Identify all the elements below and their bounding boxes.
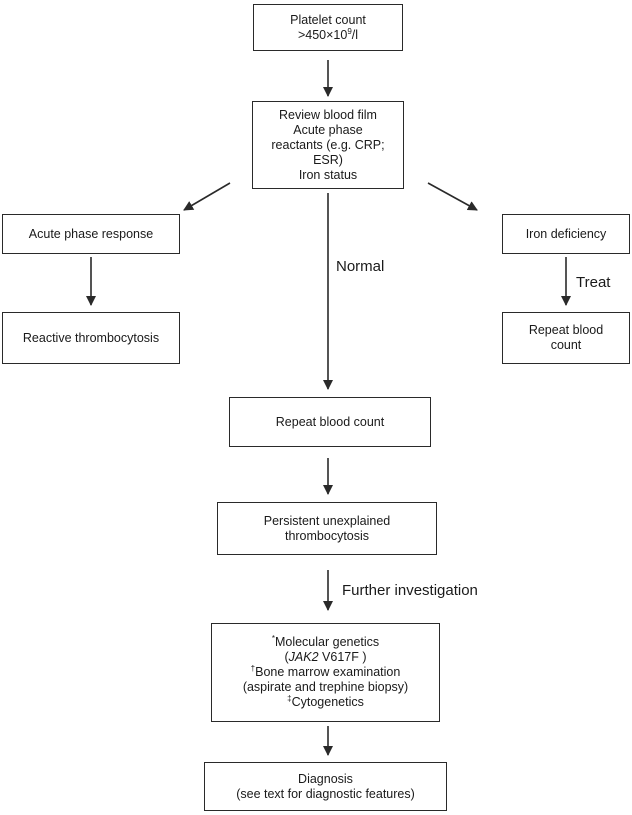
reactive-thrombocytosis-label: Reactive thrombocytosis bbox=[22, 330, 160, 345]
platelet-count-line2: >450×109/l bbox=[297, 26, 359, 42]
arrow-review-to-iron bbox=[427, 182, 478, 211]
investigation-line-cytogenetics: ‡Cytogenetics bbox=[287, 693, 364, 709]
review-box: Review blood film Acute phase reactants … bbox=[252, 101, 404, 189]
acute-phase-label: Acute phase response bbox=[28, 226, 154, 241]
repeat-blood-count-label: Repeat blood count bbox=[275, 414, 385, 429]
investigation-line-bone-marrow: †Bone marrow examination bbox=[250, 663, 401, 679]
review-line: Acute phase bbox=[293, 122, 363, 137]
persistent-line: Persistent unexplained bbox=[263, 513, 391, 528]
investigation-line-molecular: *Molecular genetics bbox=[271, 633, 380, 649]
normal-label: Normal bbox=[336, 258, 385, 275]
arrow-review-to-acute bbox=[183, 182, 231, 211]
further-investigation-label: Further investigation bbox=[342, 582, 478, 599]
review-line: ESR) bbox=[313, 152, 343, 167]
iron-deficiency-box: Iron deficiency bbox=[502, 214, 630, 254]
reactive-thrombocytosis-box: Reactive thrombocytosis bbox=[2, 312, 180, 364]
investigation-line-biopsy: (aspirate and trephine biopsy) bbox=[242, 680, 409, 694]
repeat-right-line: Repeat blood bbox=[528, 323, 604, 337]
iron-deficiency-label: Iron deficiency bbox=[525, 226, 607, 241]
diagnosis-box: Diagnosis (see text for diagnostic featu… bbox=[204, 762, 447, 811]
platelet-count-line1: Platelet count bbox=[290, 12, 366, 27]
platelet-count-box: Platelet count >450×109/l bbox=[253, 4, 403, 51]
acute-phase-box: Acute phase response bbox=[2, 214, 180, 254]
investigation-line-jak2: (JAK2 V617F ) bbox=[284, 650, 367, 664]
diagnosis-line: Diagnosis bbox=[298, 771, 353, 786]
review-line: reactants (e.g. CRP; bbox=[271, 137, 385, 152]
treat-label: Treat bbox=[576, 274, 611, 291]
persistent-thrombocytosis-box: Persistent unexplained thrombocytosis bbox=[217, 502, 437, 555]
review-line: Iron status bbox=[298, 167, 358, 182]
repeat-blood-count-box: Repeat blood count bbox=[229, 397, 431, 447]
persistent-line: thrombocytosis bbox=[284, 528, 370, 543]
repeat-right-line: count bbox=[550, 338, 582, 352]
investigation-box: *Molecular genetics (JAK2 V617F ) †Bone … bbox=[211, 623, 440, 722]
diagnosis-line: (see text for diagnostic features) bbox=[236, 786, 415, 801]
review-line: Review blood film bbox=[279, 107, 377, 122]
repeat-blood-count-right-box: Repeat blood count bbox=[502, 312, 630, 364]
